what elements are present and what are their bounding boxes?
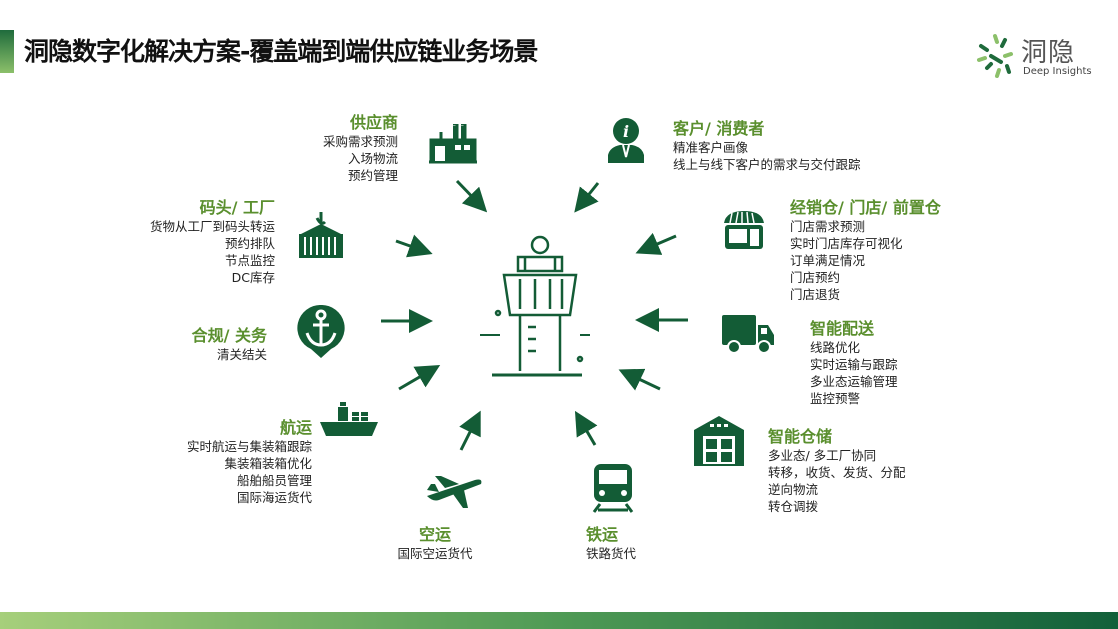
arrow-warehouse (618, 368, 661, 391)
logo-name: 洞隐 (1021, 38, 1076, 68)
warehouse-icon (694, 416, 744, 466)
store-title: 经销仓/ 门店/ 前置仓 (790, 198, 941, 217)
air-title: 空运 (418, 525, 451, 544)
shipping-item: 国际海运货代 (236, 490, 312, 505)
customs-title: 合规/ 关务 (191, 326, 267, 345)
customer-title: 客户/ 消费者 (673, 119, 765, 138)
customer-item: 精准客户画像 (673, 140, 749, 155)
footer-gradient-bar (0, 612, 1118, 629)
customer-item: 线上与线下客户的需求与交付跟踪 (673, 157, 861, 172)
node-customs: 合规/ 关务 清关结关 (192, 326, 267, 363)
page-title: 洞隐数字化解决方案-覆盖端到端供应链业务场景 (24, 37, 538, 66)
supplier-title: 供应商 (349, 113, 398, 132)
air-item: 国际空运货代 (397, 546, 473, 561)
store-item: 实时门店库存可视化 (790, 236, 903, 251)
dock-title: 码头/ 工厂 (199, 198, 275, 217)
control-tower-icon (480, 235, 590, 377)
dock-item: DC库存 (231, 270, 275, 285)
supplier-item: 入场物流 (347, 151, 398, 166)
arrow-dock (395, 234, 433, 258)
delivery-item: 线路优化 (810, 340, 861, 355)
store-item: 门店退货 (790, 287, 841, 302)
node-delivery: 智能配送 线路优化 实时运输与跟踪 多业态运输管理 监控预警 (810, 319, 898, 407)
delivery-item: 多业态运输管理 (810, 374, 898, 389)
svg-text:i: i (623, 122, 629, 141)
node-air: 空运 国际空运货代 (392, 525, 478, 562)
logo-subtitle: Deep Insights (1023, 66, 1092, 77)
supplier-item: 预约管理 (347, 168, 398, 183)
store-item: 门店需求预测 (790, 219, 866, 234)
dock-item: 货物从工厂到码头转运 (149, 219, 275, 234)
ship-icon (320, 402, 378, 436)
title-accent-bar (0, 30, 14, 73)
node-customer: 客户/ 消费者 精准客户画像 线上与线下客户的需求与交付跟踪 (673, 119, 861, 173)
arrow-air (459, 410, 481, 451)
arrow-supplier (455, 179, 488, 213)
shipping-item: 集装箱装箱优化 (224, 456, 312, 471)
rail-item: 铁路货代 (586, 546, 637, 561)
arrow-store (635, 232, 677, 255)
node-shipping: 航运 实时航运与集装箱跟踪 集装箱装箱优化 船舶船员管理 国际海运货代 (187, 418, 312, 506)
container-icon (299, 212, 343, 258)
truck-icon (722, 315, 774, 354)
delivery-item: 监控预警 (810, 391, 861, 406)
warehouse-item: 转仓调拨 (768, 499, 819, 514)
airplane-icon (427, 476, 482, 508)
arrow-rail (574, 410, 598, 446)
train-icon (592, 464, 634, 513)
shipping-item: 船舶船员管理 (236, 473, 312, 488)
delivery-item: 实时运输与跟踪 (810, 357, 898, 372)
shipping-title: 航运 (279, 418, 312, 437)
store-icon (724, 211, 764, 249)
dock-item: 节点监控 (224, 253, 275, 268)
arrow-customer (574, 182, 600, 213)
node-store: 经销仓/ 门店/ 前置仓 门店需求预测 实时门店库存可视化 订单满足情况 门店预… (790, 198, 941, 303)
customs-item: 清关结关 (216, 347, 267, 362)
supplier-item: 采购需求预测 (322, 134, 398, 149)
logo-mark-icon (977, 34, 1013, 78)
dock-item: 预约排队 (224, 236, 275, 251)
anchor-icon (297, 305, 345, 358)
node-rail: 铁运 铁路货代 (586, 525, 636, 562)
store-item: 门店预约 (790, 270, 841, 285)
store-item: 订单满足情况 (790, 253, 866, 268)
warehouse-item: 多业态/ 多工厂协同 (768, 448, 877, 463)
node-warehouse: 智能仓储 多业态/ 多工厂协同 转移，收货、发货、分配 逆向物流 转仓调拨 (768, 427, 906, 515)
arrow-shipping (398, 364, 441, 391)
logo: 洞隐 Deep Insights (975, 32, 1095, 82)
shipping-item: 实时航运与集装箱跟踪 (186, 439, 312, 454)
warehouse-item: 逆向物流 (768, 482, 819, 497)
warehouse-title: 智能仓储 (768, 427, 833, 446)
customer-icon: i (608, 118, 644, 163)
delivery-title: 智能配送 (810, 319, 875, 338)
rail-title: 铁运 (586, 525, 619, 544)
node-supplier: 供应商 采购需求预测 入场物流 预约管理 (323, 113, 398, 184)
warehouse-item: 转移，收货、发货、分配 (768, 465, 906, 480)
node-dock: 码头/ 工厂 货物从工厂到码头转运 预约排队 节点监控 DC库存 (150, 198, 275, 286)
factory-icon (429, 124, 477, 164)
